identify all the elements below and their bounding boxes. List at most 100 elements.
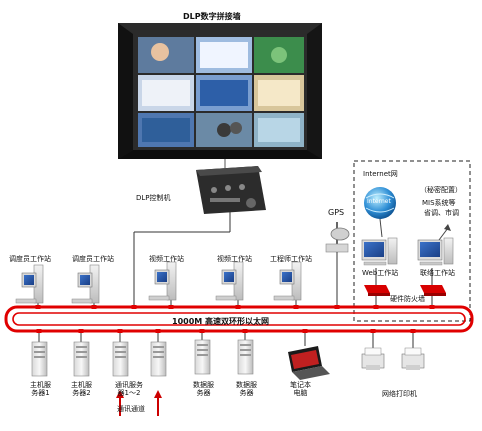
video-wall-title: DLP数字拼接墙 <box>183 12 241 21</box>
ring-port <box>242 329 248 333</box>
printer-label: 网络打印机 <box>382 390 417 398</box>
server-label-line2: 务器 <box>239 389 254 398</box>
drive-bay <box>197 354 208 356</box>
drive-bay <box>115 356 126 358</box>
server-body <box>112 341 129 377</box>
devices <box>15 237 454 416</box>
workstation-icon <box>273 261 302 301</box>
connection-lines <box>35 212 435 348</box>
monitor-screen <box>420 242 440 257</box>
drive-bay <box>197 349 208 351</box>
laptop-icon <box>288 346 330 380</box>
pc-icon <box>361 237 398 266</box>
server-label-line2: 器1～2 <box>117 389 141 398</box>
tower <box>443 237 454 265</box>
server-label-line1: 数据服 <box>193 381 214 389</box>
dlp-controller <box>196 159 266 214</box>
ring-port <box>117 329 123 333</box>
workstation-icon <box>215 261 244 301</box>
ring-port <box>410 329 416 333</box>
workstation-icon <box>71 264 100 304</box>
keyboard <box>273 295 295 301</box>
workstation-icon <box>148 261 177 301</box>
printer-icon <box>401 347 425 370</box>
server-body <box>150 341 167 377</box>
ring-port <box>235 305 241 309</box>
ring-port <box>302 329 308 333</box>
drive-bay <box>153 346 164 348</box>
firewall-body <box>364 285 390 293</box>
server-label: 主机服务器2 <box>71 381 92 397</box>
firewall-icon <box>420 285 446 296</box>
mis-sublabel: 省调、市调 <box>424 209 459 217</box>
monitor-screen <box>364 242 384 257</box>
comm-arrowhead-icon <box>154 390 162 398</box>
printer-output <box>406 365 420 370</box>
firewall-label: 硬件防火墙 <box>390 295 425 303</box>
server-label-line2: 务器2 <box>72 389 91 398</box>
server-icon <box>237 339 254 375</box>
monitor-screen <box>24 275 34 285</box>
ring-port <box>91 305 97 309</box>
confidential-zone <box>353 160 471 322</box>
workstation-label: 调度员工作站 <box>9 255 51 263</box>
drive-bay <box>76 351 87 353</box>
laptop-label-line2: 电脑 <box>293 389 308 398</box>
monitor-screen <box>80 275 90 285</box>
drive-bay <box>34 356 45 358</box>
drive-bay <box>76 346 87 348</box>
controller-label: DLP控制机 <box>136 194 171 202</box>
drive-bay <box>153 351 164 353</box>
drive-bay <box>153 356 164 358</box>
server-label: 数据服务器 <box>193 381 214 397</box>
server-body <box>194 339 211 375</box>
server-icon <box>112 341 129 377</box>
ring-network-label: 1000M 高速双环形以太网 <box>172 317 270 326</box>
ring-port <box>131 305 137 309</box>
laptop-base <box>292 366 330 380</box>
mis-label: MIS系统等 <box>422 199 456 207</box>
keyboard <box>363 261 387 266</box>
drive-bay <box>240 344 251 346</box>
drive-bay <box>115 351 126 353</box>
ring-inner <box>12 312 466 326</box>
drive-bay <box>76 356 87 358</box>
ring-port <box>373 305 379 309</box>
keyboard <box>71 298 93 304</box>
confidential-label: （秘密配置） <box>420 186 462 194</box>
laptop-screen <box>291 350 319 369</box>
server-label-line1: 主机服 <box>71 381 92 389</box>
ring-port <box>293 305 299 309</box>
monitor-screen <box>157 272 167 282</box>
ring-port <box>199 329 205 333</box>
internet-cloud-text: Internet <box>367 198 391 205</box>
gps-label: GPS <box>328 208 345 217</box>
ring-port <box>155 329 161 333</box>
firewall-body <box>420 285 446 293</box>
workstation-label: 工程师工作站 <box>270 255 312 263</box>
server-icon <box>73 341 90 377</box>
ring-port <box>35 305 41 309</box>
printer-output <box>366 365 380 370</box>
server-label-line1: 通讯服务 <box>115 381 143 389</box>
firewall-base <box>368 293 390 296</box>
gps-dish-icon <box>325 222 350 253</box>
server-body <box>73 341 90 377</box>
pc-icon <box>417 237 454 266</box>
printer-tray <box>364 347 382 356</box>
dlp-video-wall <box>118 23 322 159</box>
ring-port <box>78 329 84 333</box>
keyboard <box>215 295 237 301</box>
drive-bay <box>240 354 251 356</box>
internet-globe-icon <box>364 187 396 238</box>
laptop-label-line1: 笔记本 <box>290 381 311 389</box>
workstation-label: 调度员工作站 <box>72 255 114 263</box>
keyboard <box>15 298 37 304</box>
server-label: 数据服务器 <box>236 381 257 397</box>
internet-label: Internet网 <box>363 170 398 178</box>
server-label-line1: 主机服 <box>30 381 51 389</box>
ring-port <box>429 305 435 309</box>
ring-port <box>36 329 42 333</box>
